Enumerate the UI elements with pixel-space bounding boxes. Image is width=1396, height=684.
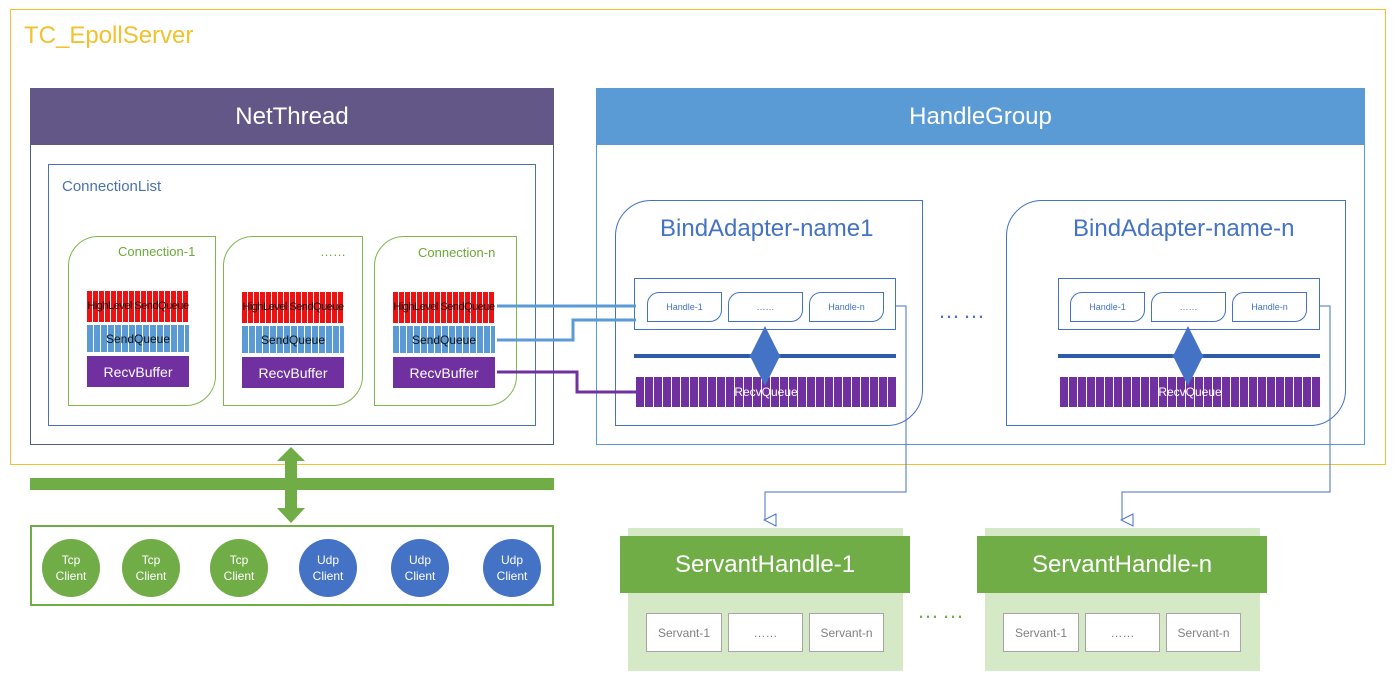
client-node: Tcp Client (210, 539, 268, 597)
send-queue-link (497, 318, 636, 342)
servant-item: Servant-1 (1003, 613, 1079, 652)
connection-list-label: ConnectionList (62, 178, 162, 195)
epoll-server-frame (10, 9, 1386, 465)
servant-item: …… (1085, 613, 1160, 652)
send-queue: SendQueue (87, 325, 189, 352)
bind-adapter-n (1006, 200, 1346, 426)
client-label: Client (404, 569, 436, 583)
high-level-send-queue: HighLevel SendQueue (87, 291, 189, 322)
recv-buffer: RecvBuffer (87, 356, 189, 387)
connection-n (374, 236, 517, 406)
handle-item: Handle-1 (647, 292, 722, 322)
client-node: Tcp Client (42, 539, 100, 597)
client-node: Udp Client (391, 539, 449, 597)
bind-adapter-title: BindAdapter-name-n (1073, 215, 1295, 242)
handle-item: …… (728, 292, 803, 322)
client-type: Udp (408, 553, 431, 567)
servant-item: Servant-n (809, 613, 884, 652)
connection-label: Connection-1 (118, 244, 196, 259)
connection-list (48, 164, 536, 426)
client-label: Client (55, 569, 87, 583)
send-queue: SendQueue (393, 326, 495, 353)
handle-item: Handle-n (1232, 292, 1307, 322)
client-type: Tcp (141, 553, 161, 567)
client-type: Tcp (229, 553, 249, 567)
recv-buffer: RecvBuffer (242, 357, 344, 388)
client-type: Udp (316, 553, 339, 567)
epoll-server-title: TC_EpollServer (24, 22, 194, 49)
client-node: Tcp Client (122, 539, 180, 597)
adapter1-to-servant-link (765, 305, 907, 520)
handle-item: Handle-n (809, 292, 884, 322)
client-node: Udp Client (299, 539, 357, 597)
client-type: Tcp (61, 553, 81, 567)
send-queue: SendQueue (242, 326, 344, 353)
connection-label: Connection-n (418, 245, 496, 260)
net-thread-body (30, 145, 554, 445)
adaptern-to-servant-link (1122, 305, 1331, 520)
handle-group-header: HandleGroup (596, 88, 1365, 145)
servant-item: Servant-1 (646, 613, 722, 652)
connection-label: …… (320, 244, 346, 259)
handle-group-body (596, 145, 1365, 445)
client-label: Client (223, 569, 255, 583)
bind-adapter-title: BindAdapter-name1 (660, 215, 874, 242)
connection-1 (68, 236, 216, 406)
client-box (30, 525, 554, 606)
servant-item: …… (728, 613, 803, 652)
client-label: Client (496, 569, 528, 583)
servant-handle-header: ServantHandle-1 (620, 536, 910, 593)
handle-item: …… (1151, 292, 1226, 322)
connection-middle (223, 236, 363, 406)
network-double-arrow (277, 447, 305, 523)
recv-buffer: RecvBuffer (393, 357, 495, 388)
servant-ellipsis: …… (917, 598, 967, 623)
handle-item: Handle-1 (1070, 292, 1145, 322)
client-type: Udp (500, 553, 523, 567)
net-thread-header: NetThread (30, 88, 554, 145)
client-label: Client (312, 569, 344, 583)
client-node: Udp Client (483, 539, 541, 597)
bind-adapter-1 (615, 200, 923, 426)
recv-queue: RecvQueue (1060, 377, 1320, 407)
recv-buffer-link (497, 370, 636, 394)
client-label: Client (135, 569, 167, 583)
high-level-send-queue: HighLevel SendQueue (242, 292, 344, 323)
adapter-ellipsis: …… (938, 298, 988, 323)
servant-handle-header: ServantHandle-n (977, 536, 1267, 593)
high-level-send-queue: HighLevel SendQueue (393, 292, 495, 323)
servant-item: Servant-n (1166, 613, 1241, 652)
